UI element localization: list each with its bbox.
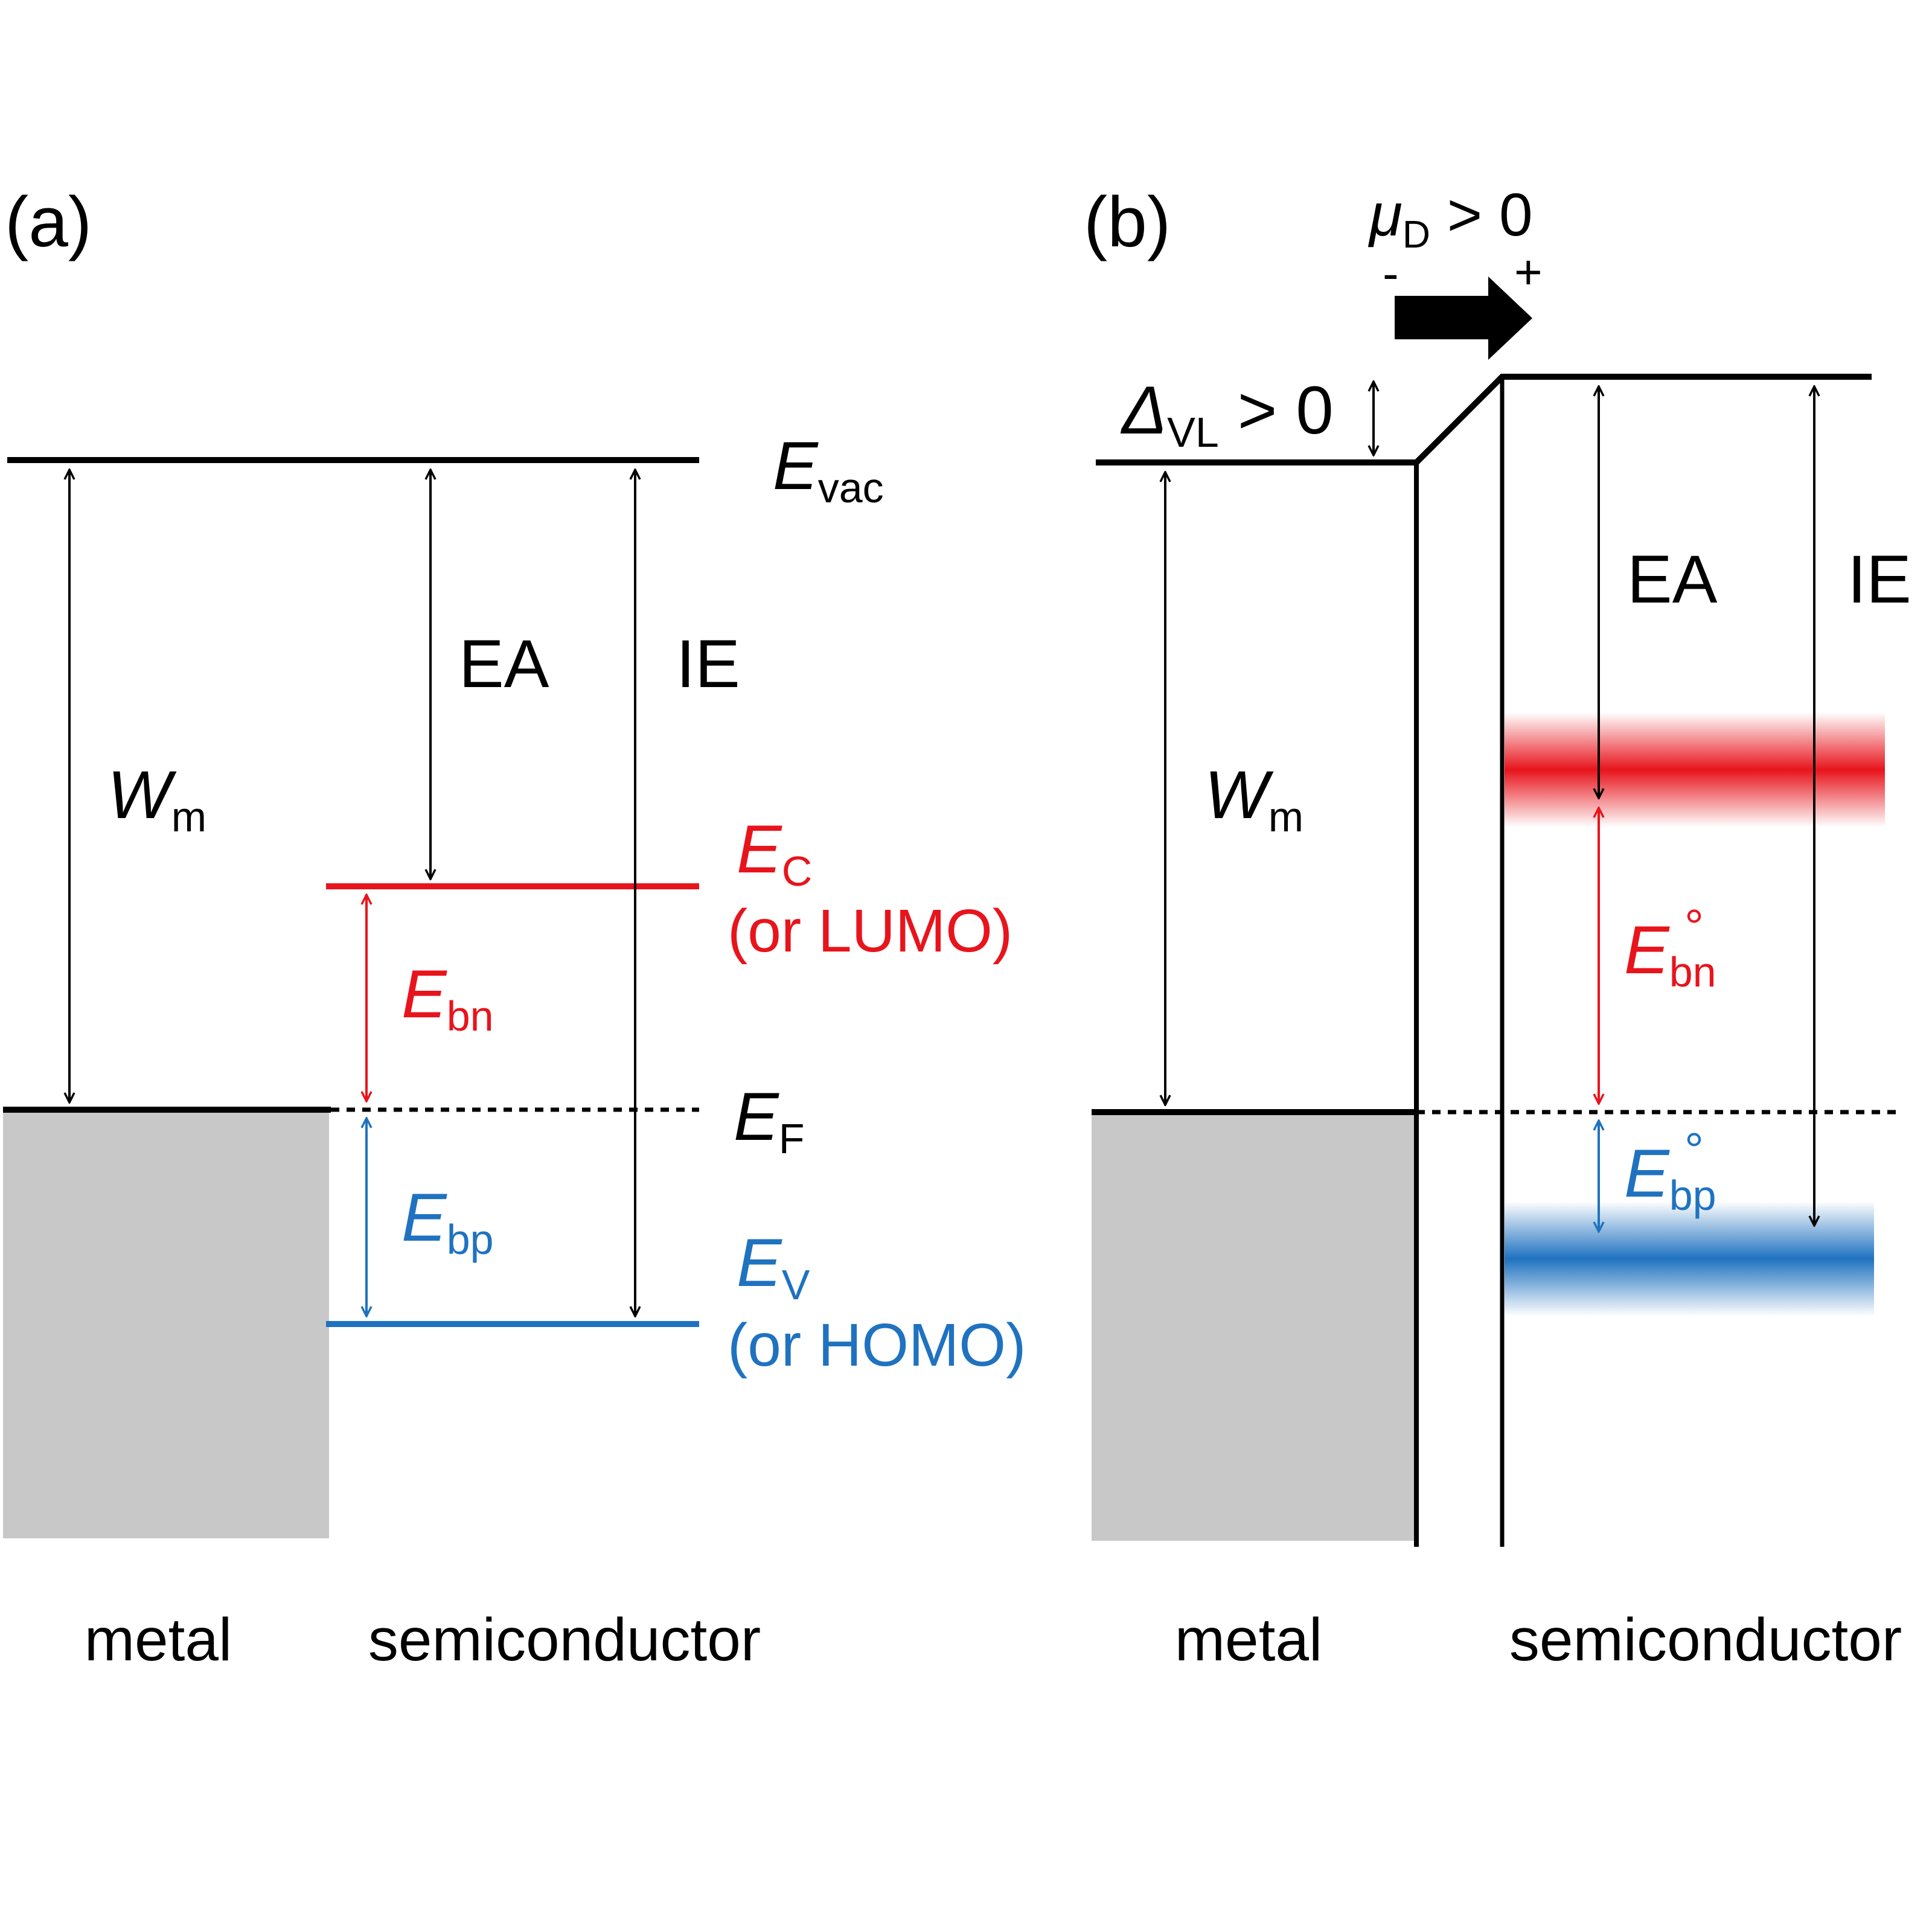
conduction-band-label: EC <box>737 811 812 895</box>
hole-barrier-degree: ° <box>1684 1123 1704 1177</box>
metal-block <box>3 1110 329 1538</box>
lumo-label: (or LUMO) <box>728 897 1012 965</box>
electron-affinity-label: EA <box>459 626 549 702</box>
dipole-arrow-icon <box>1395 277 1532 360</box>
dipole-plus-sign: + <box>1514 245 1543 299</box>
panel-b-label: (b) <box>1084 182 1171 262</box>
electron-barrier-label-b: Ebn <box>1624 912 1716 996</box>
vacuum-level-label: Evac <box>773 428 884 511</box>
lumo-band-b <box>1505 712 1885 827</box>
ionization-energy-label-b: IE <box>1847 542 1911 617</box>
panel-a: (a) Evac Wm EA IE EC (or LUMO) Ebn EF Eb… <box>3 182 1026 1674</box>
hole-barrier-label-b: Ebp <box>1624 1136 1716 1219</box>
panel-b: (b) μD > 0 - + ΔVL > 0 Wm EA IE Ebn ° <box>1084 181 1911 1674</box>
metal-block-b <box>1092 1112 1416 1541</box>
work-function-label-b: Wm <box>1204 757 1303 840</box>
dipole-moment-label: μD > 0 <box>1367 181 1533 256</box>
semiconductor-label: semiconductor <box>368 1606 761 1674</box>
ionization-energy-label: IE <box>676 626 740 702</box>
fermi-level-label: EF <box>734 1079 804 1162</box>
metal-label: metal <box>85 1606 232 1674</box>
vacuum-shift-label: ΔVL > 0 <box>1120 373 1334 456</box>
semiconductor-label-b: semiconductor <box>1509 1606 1902 1674</box>
valence-band-label: EV <box>737 1225 810 1308</box>
electron-affinity-label-b: EA <box>1627 542 1718 617</box>
hole-barrier-label: Ebp <box>401 1180 494 1263</box>
vacuum-level-line-b <box>1096 374 1872 465</box>
dipole-minus-sign: - <box>1383 246 1399 300</box>
metal-label-b: metal <box>1175 1606 1323 1674</box>
homo-label: (or HOMO) <box>728 1311 1026 1379</box>
electron-barrier-degree: ° <box>1684 900 1704 953</box>
panel-a-label: (a) <box>5 182 92 262</box>
electron-barrier-label: Ebn <box>401 956 494 1040</box>
work-function-label: Wm <box>107 757 206 840</box>
